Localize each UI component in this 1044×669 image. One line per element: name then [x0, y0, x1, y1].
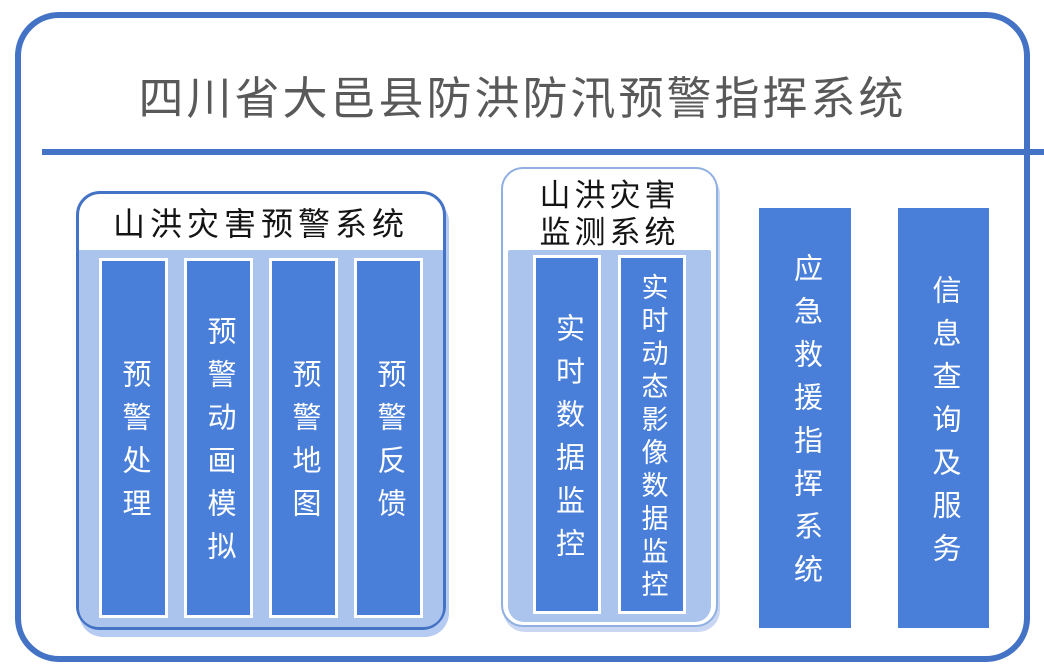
- bar-information-query-service: 信息查询及服务: [898, 208, 989, 628]
- panel-flood-monitoring-title: 山洪灾害 监测系统: [503, 177, 716, 251]
- bar-warning-animation-simulation: 预警动画模拟: [184, 258, 253, 618]
- bar-realtime-dynamic-image-data-monitoring-label: 实时动态影像数据监控: [637, 272, 668, 603]
- bar-realtime-data-monitoring: 实时数据监控: [533, 255, 601, 614]
- diagram-frame: 四川省大邑县防洪防汛预警指挥系统 山洪灾害预警系统 预警处理 预警动画模拟 预警…: [15, 12, 1044, 662]
- panel-flood-warning-system: 山洪灾害预警系统 预警处理 预警动画模拟 预警地图 预警反馈: [76, 191, 446, 630]
- panel-flood-warning-title: 山洪灾害预警系统: [112, 206, 409, 242]
- panel-flood-monitoring-bars: 实时数据监控 实时动态影像数据监控: [503, 255, 716, 614]
- bar-warning-processing-label: 预警处理: [118, 359, 150, 531]
- bar-warning-feedback-label: 预警反馈: [373, 359, 405, 531]
- panel-flood-monitoring-system: 山洪灾害 监测系统 实时数据监控 实时动态影像数据监控: [501, 167, 718, 627]
- bar-warning-map: 预警地图: [269, 258, 338, 618]
- panel-flood-monitoring-title-line1: 山洪灾害: [539, 178, 680, 213]
- bar-emergency-rescue-command-system: 应急救援指挥系统: [759, 208, 851, 628]
- bar-emergency-rescue-command-system-label: 应急救援指挥系统: [789, 253, 822, 597]
- bar-realtime-data-monitoring-label: 实时数据监控: [551, 312, 584, 571]
- bar-warning-processing: 预警处理: [99, 258, 168, 618]
- diagram-title: 四川省大邑县防洪防汛预警指挥系统: [138, 73, 907, 124]
- bar-warning-feedback: 预警反馈: [354, 258, 423, 618]
- panel-flood-monitoring-title-line2: 监测系统: [539, 215, 680, 250]
- bar-realtime-dynamic-image-data-monitoring: 实时动态影像数据监控: [618, 255, 686, 614]
- bar-warning-animation-simulation-label: 预警动画模拟: [203, 316, 235, 574]
- bar-information-query-service-label: 信息查询及服务: [928, 274, 960, 576]
- title-divider: [42, 149, 1044, 155]
- bar-warning-map-label: 预警地图: [288, 359, 320, 531]
- panel-flood-warning-bars: 预警处理 预警动画模拟 预警地图 预警反馈: [79, 258, 443, 618]
